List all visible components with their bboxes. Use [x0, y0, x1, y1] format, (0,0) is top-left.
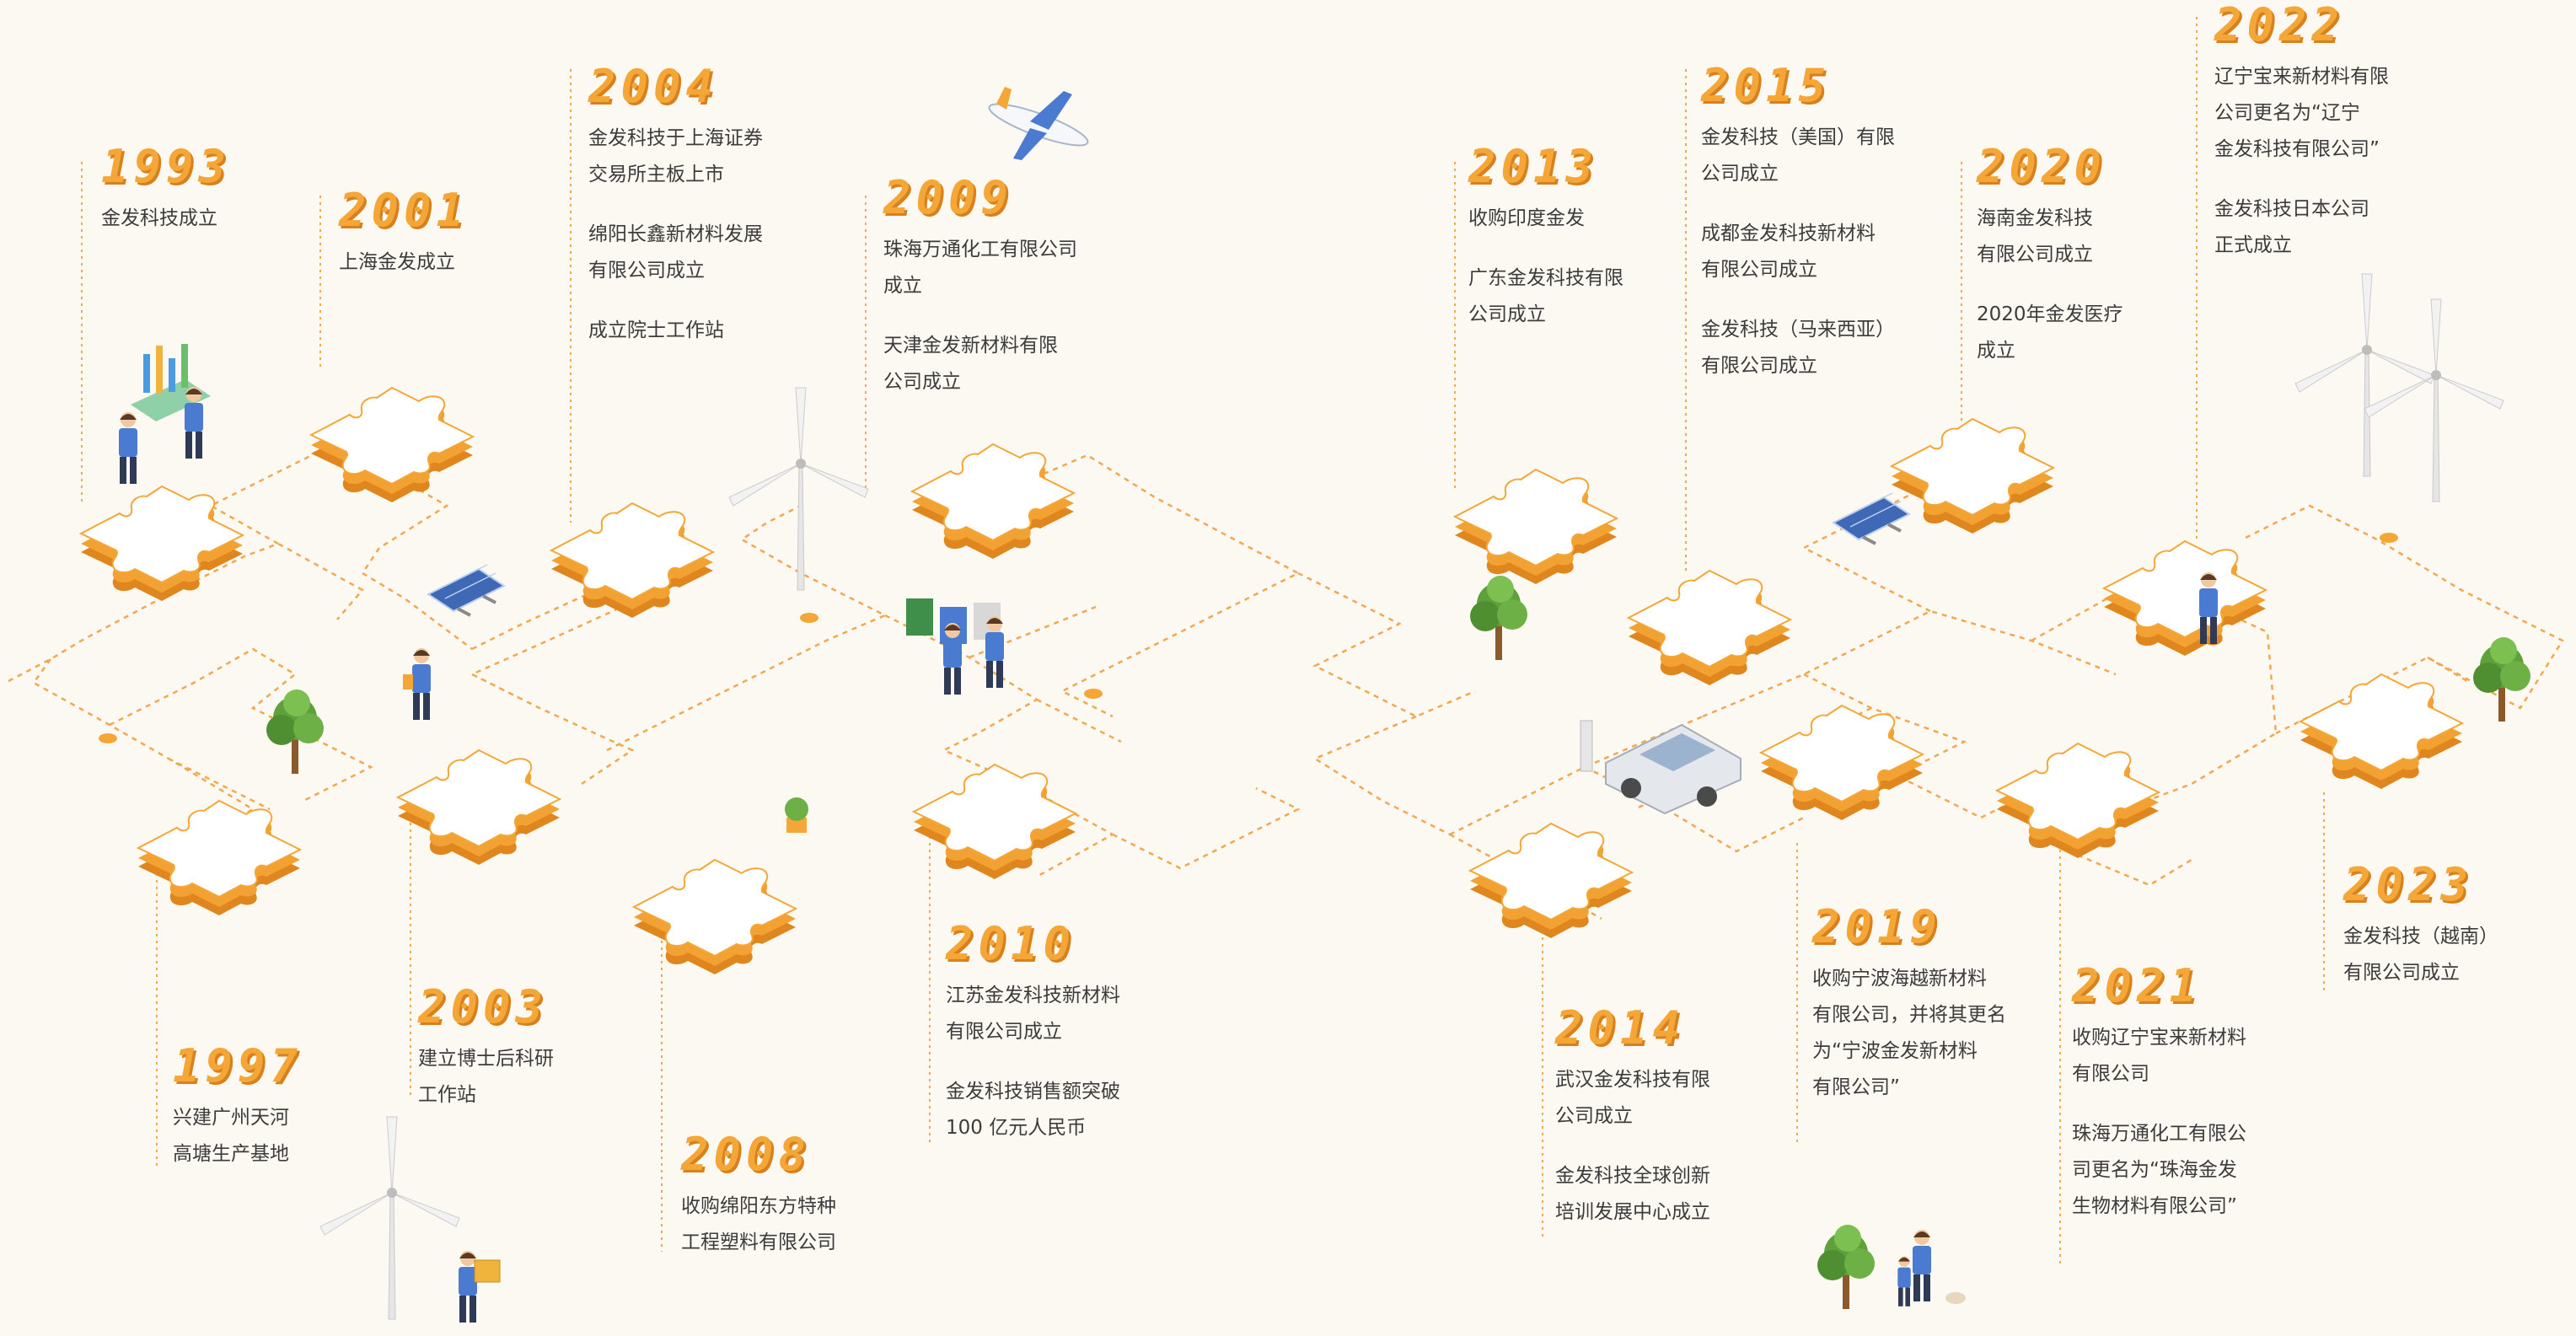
puzzle-piece-2001 [311, 388, 473, 502]
milestone-text: 收购宁波海越新材料 有限公司，并将其更名 为“宁波金发新材料 有限公司” [1812, 968, 2006, 1098]
milestone-2001: 2001 上海金发成立 [339, 185, 541, 304]
milestone-year: 2020 [1977, 140, 2107, 193]
puzzle-piece-2021 [1997, 743, 2159, 858]
family-walking-dog-illustration [1897, 1230, 1966, 1306]
milestone-year: 2021 [2072, 959, 2203, 1012]
milestone-text: 金发科技（美国）有限 公司成立 [1701, 126, 1895, 185]
wind-turbine-icon [728, 387, 869, 591]
wind-turbine-icon [2294, 273, 2435, 477]
scientists-with-chart-illustration [119, 344, 211, 484]
puzzle-piece-2014 [1470, 824, 1632, 938]
puzzle-piece-2013 [1455, 469, 1617, 584]
milestone-text: 成都金发科技新材料 有限公司成立 [1701, 223, 1876, 281]
milestone-text: 珠海万通化工有限公司 成立 [883, 239, 1077, 297]
milestone-text: 武汉金发科技有限 公司成立 [1555, 1069, 1710, 1127]
milestone-2008: 2008 收购绵阳东方特种 工程塑料有限公司 [681, 1129, 909, 1285]
puzzle-piece-2019 [1761, 706, 1923, 820]
leader-lines [81, 17, 2325, 1264]
wind-turbine-icon [2364, 298, 2504, 502]
milestone-text: 金发科技成立 [101, 207, 217, 229]
path-dots [99, 533, 2398, 743]
milestone-text: 金发科技于上海证券 交易所主板上市 [588, 127, 763, 185]
milestone-text: 辽宁宝来新材料有限 公司更名为“辽宁 金发科技有限公司” [2214, 66, 2389, 160]
milestone-year: 2022 [2214, 0, 2345, 51]
milestone-2003: 2003 建立博士后科研 工作站 [418, 982, 620, 1137]
person-walking-with-bag-illustration [403, 648, 431, 720]
tree-icon [2473, 637, 2530, 722]
milestone-text: 绵阳长鑫新材料发展 有限公司成立 [588, 223, 763, 282]
milestone-text: 江苏金发科技新材料 有限公司成立 [946, 985, 1120, 1043]
milestone-2013: 2013 收购印度金发 广东金发科技有限 公司成立 [1468, 142, 1671, 357]
milestone-text: 金发科技全球创新 培训发展中心成立 [1555, 1165, 1710, 1223]
milestone-text: 珠海万通化工有限公 司更名为“珠海金发 生物材料有限公司” [2072, 1123, 2246, 1217]
milestone-text: 金发科技日本公司 正式成立 [2214, 198, 2369, 256]
milestone-1993: 1993 金发科技成立 [101, 142, 303, 260]
milestone-text: 收购辽宁宝来新材料 有限公司 [2072, 1027, 2246, 1085]
milestone-year: 2019 [1812, 900, 1943, 953]
tree-icon [266, 689, 324, 774]
milestone-2015: 2015 金发科技（美国）有限 公司成立 成都金发科技新材料 有限公司成立 金发… [1701, 61, 1929, 408]
milestone-text: 兴建广州天河 高塘生产基地 [173, 1107, 289, 1165]
person-holding-box-illustration [459, 1251, 501, 1323]
electric-car-charging-illustration [1580, 720, 1741, 815]
milestone-year: 2003 [418, 980, 549, 1033]
milestone-text: 成立院士工作站 [588, 319, 724, 341]
milestone-text: 收购印度金发 [1468, 207, 1585, 229]
puzzle-piece-1993 [81, 486, 243, 601]
puzzle-piece-2023 [2300, 674, 2462, 789]
puzzle-piece-2022 [2104, 541, 2266, 656]
milestone-year: 2015 [1701, 59, 1832, 112]
milestone-year: 2008 [681, 1128, 812, 1181]
puzzle-piece-2009 [912, 444, 1074, 559]
timeline-connection-path [8, 441, 2564, 920]
milestone-text: 上海金发成立 [339, 251, 455, 273]
milestone-year: 2009 [883, 171, 1014, 224]
milestone-text: 建立博士后科研 工作站 [418, 1048, 554, 1106]
solar-panel-icon [427, 563, 506, 617]
milestone-text: 天津金发新材料有限 公司成立 [883, 335, 1058, 393]
milestone-text: 海南金发科技 有限公司成立 [1977, 207, 2093, 266]
tree-icon [1470, 576, 1527, 660]
milestone-2020: 2020 海南金发科技 有限公司成立 2020年金发医疗 成立 [1977, 142, 2179, 393]
milestone-text: 金发科技（越南） 有限公司成立 [2343, 926, 2498, 984]
milestone-2010: 2010 江苏金发科技新材料 有限公司成立 金发科技销售额突破 100 亿元人民… [946, 919, 1173, 1170]
milestone-2004: 2004 金发科技于上海证券 交易所主板上市 绵阳长鑫新材料发展 有限公司成立 … [588, 62, 808, 373]
milestone-year: 2023 [2343, 858, 2474, 911]
milestone-2021: 2021 收购辽宁宝来新材料 有限公司 珠海万通化工有限公 司更名为“珠海金发 … [2072, 961, 2300, 1248]
puzzle-pieces [81, 388, 2462, 974]
recycling-bins-with-workers-illustration [906, 598, 1004, 695]
puzzle-piece-2003 [398, 750, 560, 865]
tree-icon [1817, 1225, 1875, 1309]
milestone-text: 金发科技销售额突破 100 亿元人民币 [946, 1081, 1120, 1139]
milestone-2009: 2009 珠海万通化工有限公司 成立 天津金发新材料有限 公司成立 [883, 173, 1128, 424]
milestone-text: 2020年金发医疗 成立 [1977, 303, 2123, 362]
milestone-year: 2010 [946, 917, 1076, 970]
airplane-icon [988, 87, 1089, 160]
milestone-year: 2014 [1555, 1001, 1686, 1054]
milestone-2023: 2023 金发科技（越南） 有限公司成立 [2343, 860, 2571, 1015]
puzzle-piece-2015 [1629, 571, 1790, 685]
milestone-year: 1993 [101, 140, 232, 193]
milestone-year: 1997 [173, 1039, 303, 1092]
puzzle-piece-1997 [138, 801, 300, 915]
milestone-2014: 2014 武汉金发科技有限 公司成立 金发科技全球创新 培训发展中心成立 [1555, 1003, 1783, 1254]
milestone-1997: 1997 兴建广州天河 高塘生产基地 [173, 1041, 375, 1196]
puzzle-piece-2008 [634, 860, 796, 974]
milestone-year: 2001 [339, 184, 470, 237]
milestone-text: 金发科技（马来西亚） 有限公司成立 [1701, 319, 1895, 377]
puzzle-piece-2010 [914, 765, 1076, 879]
milestone-text: 收购绵阳东方特种 工程塑料有限公司 [681, 1195, 836, 1253]
puzzle-piece-2020 [1892, 419, 2053, 534]
milestone-text: 广东金发科技有限 公司成立 [1468, 267, 1623, 325]
milestone-2019: 2019 收购宁波海越新材料 有限公司，并将其更名 为“宁波金发新材料 有限公司… [1812, 902, 2040, 1129]
milestone-year: 2013 [1468, 140, 1599, 193]
milestone-year: 2004 [588, 60, 719, 113]
plant-pot-icon [785, 797, 808, 833]
milestone-2022: 2022 辽宁宝来新材料有限 公司更名为“辽宁 金发科技有限公司” 金发科技日本… [2214, 0, 2434, 287]
